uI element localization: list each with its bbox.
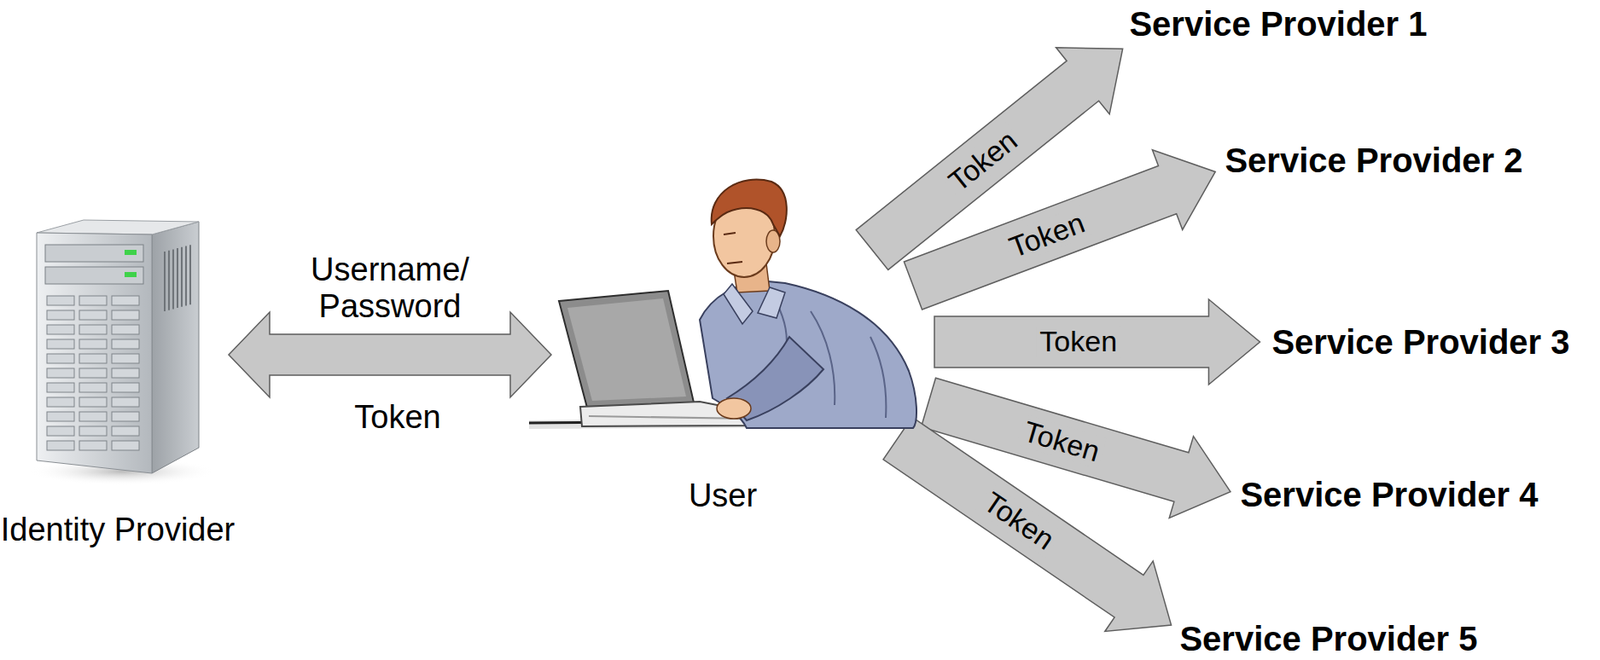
- node-label: User: [554, 477, 931, 516]
- drive-slot: [111, 310, 140, 320]
- drive-slot: [79, 354, 107, 364]
- block-arrow: [934, 299, 1260, 385]
- drive-slot: [46, 383, 75, 393]
- drive-slot: [79, 397, 107, 408]
- edge-label: Username/ Password: [304, 251, 476, 326]
- block-arrow: [883, 417, 1171, 632]
- service-provider-node: Service Provider 5: [1179, 619, 1478, 659]
- drive-slot: [79, 441, 107, 451]
- drive-slot: [46, 296, 75, 306]
- service-provider-node: Service Provider 1: [1128, 4, 1427, 44]
- vent-line: [176, 248, 179, 309]
- token-label: Token: [354, 399, 441, 437]
- drive-slot: [111, 368, 140, 379]
- edge-label: Token: [939, 122, 1025, 200]
- actor-node: User: [554, 174, 931, 516]
- drive-slot: [111, 354, 140, 364]
- drive-slot: [79, 426, 107, 437]
- drive-slot: [111, 397, 140, 408]
- edge-label: Token: [975, 484, 1064, 559]
- provider-name: Service Provider 3: [1271, 322, 1570, 362]
- drive-slot: [111, 296, 140, 306]
- vent-line: [168, 250, 170, 311]
- actor-node: Identity Provider: [23, 217, 212, 550]
- drive-slot: [79, 325, 107, 335]
- drive-slot: [111, 426, 140, 437]
- drive-slot: [46, 339, 75, 350]
- drive-slot: [111, 325, 140, 335]
- node-label: Identity Provider: [0, 512, 289, 550]
- user-illustration: [529, 174, 931, 431]
- vent-line: [189, 244, 192, 305]
- drive-slot: [46, 441, 75, 451]
- provider-name: Service Provider 5: [1179, 619, 1478, 659]
- drive-slot: [46, 368, 75, 379]
- drive-slot: [79, 310, 107, 320]
- service-provider-node: Service Provider 3: [1271, 322, 1570, 362]
- vent-line: [185, 246, 187, 307]
- provider-name: Service Provider 4: [1239, 475, 1538, 515]
- drive-slot: [79, 383, 107, 393]
- drive-slot: [46, 426, 75, 437]
- block-arrow: [228, 312, 552, 398]
- drive-slot: [111, 412, 140, 422]
- service-provider-node: Service Provider 2: [1224, 140, 1523, 181]
- drive-slot: [46, 397, 75, 408]
- edge-label: Token: [1001, 205, 1093, 266]
- server-icon: [23, 217, 212, 487]
- vent-line: [180, 247, 183, 308]
- edge-label: Token: [1035, 325, 1121, 358]
- drive-slot: [79, 296, 107, 306]
- drive-slot: [111, 339, 140, 350]
- drive-slot: [111, 441, 140, 451]
- vent-line: [172, 249, 175, 309]
- drive-slot: [79, 339, 107, 350]
- drive-slot: [46, 412, 75, 422]
- service-provider-node: Service Provider 4: [1239, 475, 1538, 515]
- drive-slot: [79, 412, 107, 422]
- edge-label: Token: [1016, 414, 1106, 470]
- vent-line: [163, 251, 166, 312]
- drive-slot: [46, 325, 75, 335]
- drive-slot: [46, 354, 75, 364]
- drive-slot: [46, 310, 75, 320]
- provider-name: Service Provider 1: [1128, 4, 1427, 44]
- drive-slot: [111, 383, 140, 393]
- provider-name: Service Provider 2: [1224, 140, 1523, 181]
- drive-slot: [79, 368, 107, 379]
